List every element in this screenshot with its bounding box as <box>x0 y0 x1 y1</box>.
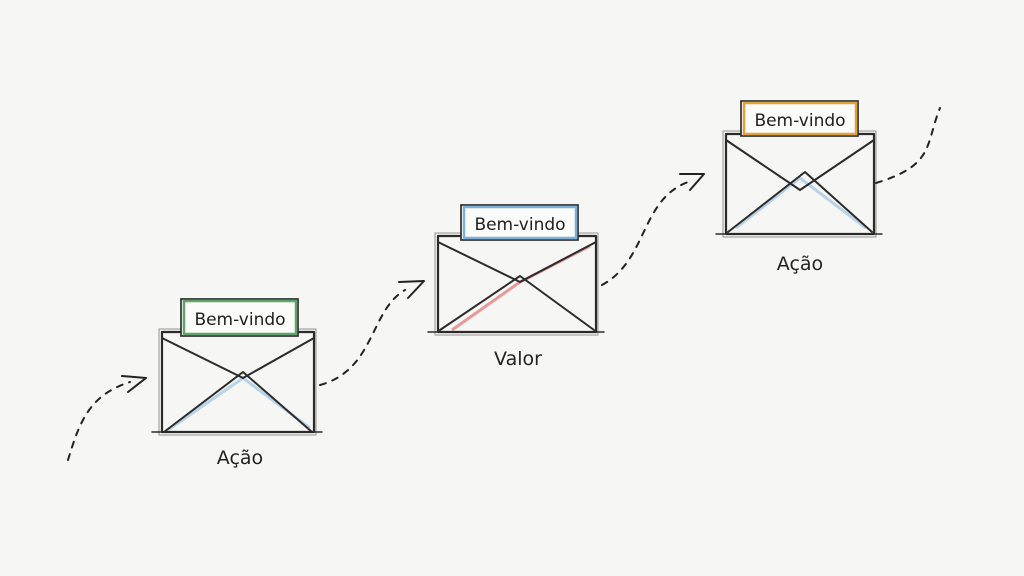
envelope-icon <box>715 130 883 238</box>
envelope-icon <box>151 328 323 436</box>
step-1: Bem-vindo Ação <box>151 298 323 469</box>
connector-step1-step2 <box>319 280 425 386</box>
envelope-tint <box>735 176 867 230</box>
step-caption: Valor <box>494 348 542 370</box>
step-caption: Ação <box>777 253 823 275</box>
card-label: Bem-vindo <box>754 111 845 131</box>
step-3: Bem-vindo Ação <box>715 100 883 275</box>
card-accent-border <box>742 101 858 136</box>
connector-end <box>875 107 941 184</box>
step-2: Bem-vindo Valor <box>427 204 605 370</box>
card-accent-border <box>462 205 578 240</box>
connector-start <box>67 375 147 461</box>
step-caption: Ação <box>217 447 263 469</box>
card-accent-border <box>182 299 298 336</box>
connector-step2-step3 <box>601 173 705 286</box>
envelope-icon <box>427 232 605 336</box>
envelope-tint <box>167 376 311 432</box>
card-label: Bem-vindo <box>194 310 285 330</box>
card-label: Bem-vindo <box>474 215 565 235</box>
